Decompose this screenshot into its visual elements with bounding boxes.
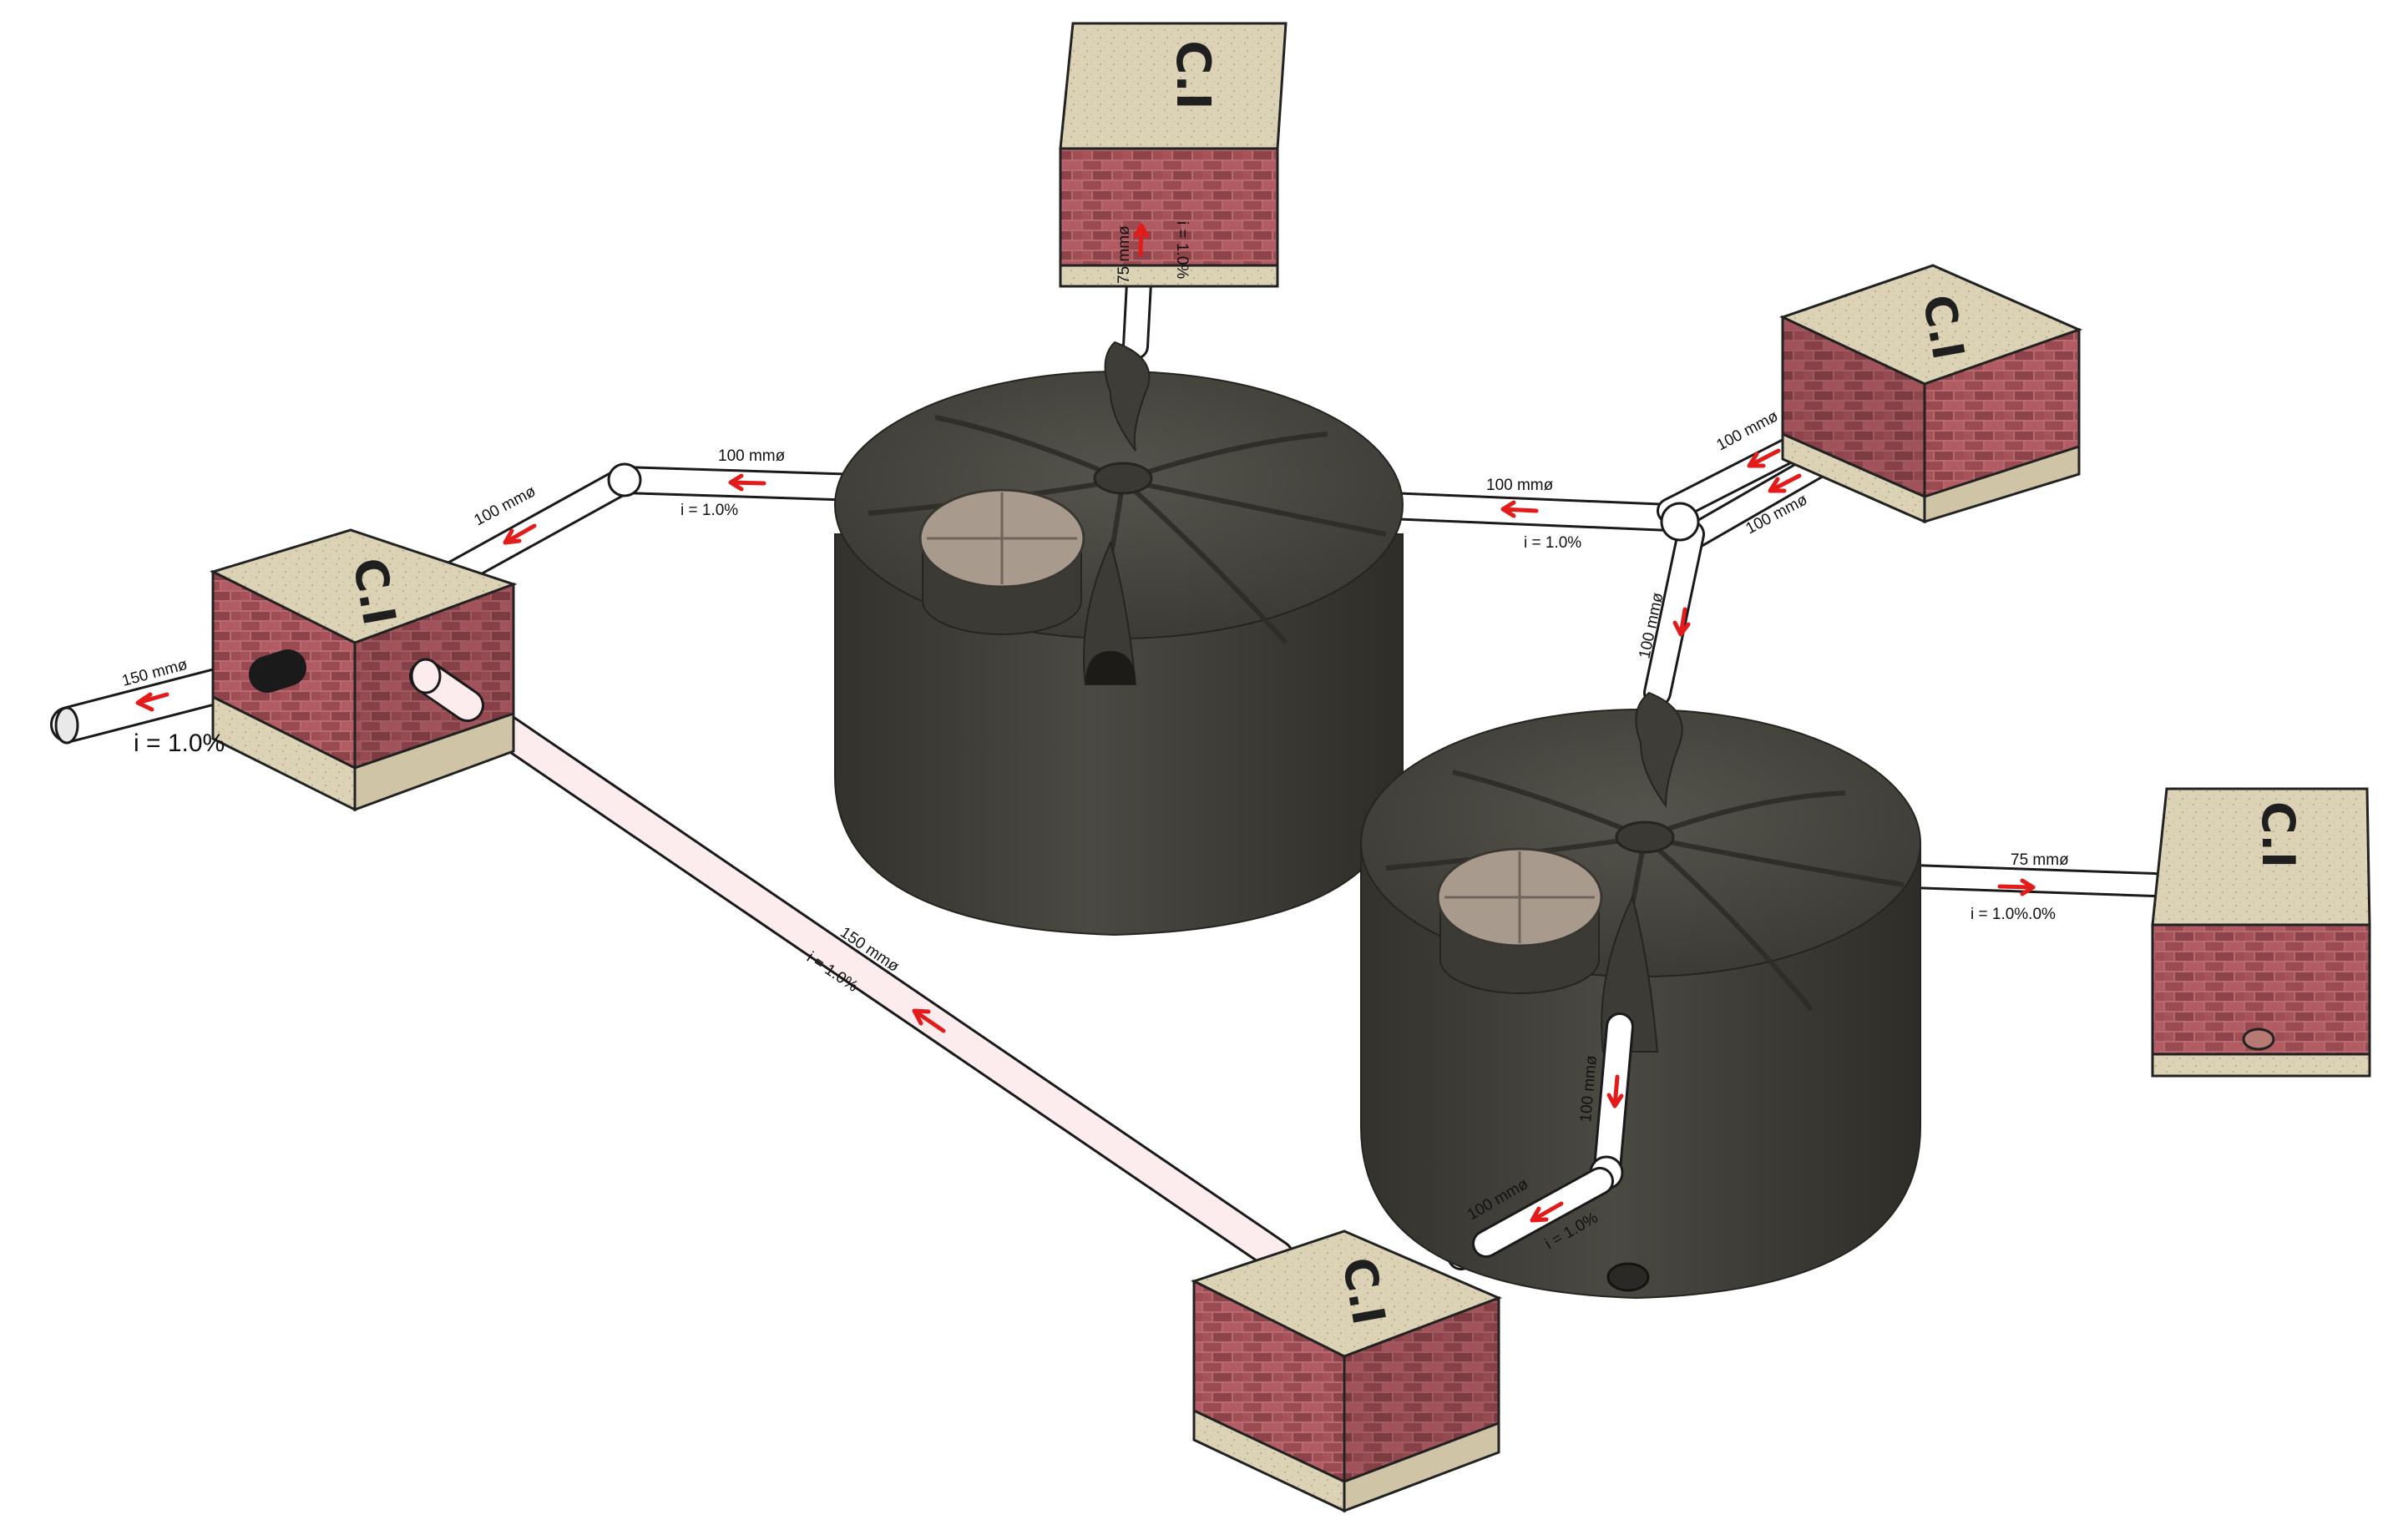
flow-arrow <box>1768 473 1802 493</box>
tank-1 <box>834 341 1404 937</box>
pipe-outlet-end <box>54 706 79 745</box>
chamber-bottom: C.I <box>1191 1229 1502 1513</box>
tank-2-inlet-boss <box>1635 691 1683 808</box>
chamber-right: C.I <box>2151 787 2371 1078</box>
label-75-right-size: 75 mmø <box>2011 851 2069 869</box>
pipe-100-vertical <box>1643 502 1705 707</box>
pipe-stubs <box>249 649 484 722</box>
tank-1-manhole-lid <box>918 488 1085 635</box>
flow-arrows <box>135 223 2036 1223</box>
flow-arrow <box>912 1008 946 1033</box>
label-100-right-a-slope: i = 1.0% <box>1524 534 1581 552</box>
label-75-top-size: 75 mmø <box>1115 225 1133 284</box>
tank-2-outlet-boss <box>1601 895 1659 1053</box>
tank-2-drain-port <box>1606 1262 1650 1292</box>
flow-arrow <box>1672 607 1691 637</box>
label-100-left-b-slope: i = 1.0% <box>680 502 738 519</box>
chamber-right-outlet <box>2242 1028 2275 1051</box>
chamber-right-upper: C.I <box>1779 264 2083 524</box>
pipe-150-main <box>409 659 1294 1273</box>
pipe-75-right <box>1900 864 2167 897</box>
flow-arrow <box>1606 1074 1624 1108</box>
chamber-left-lid-text: C.I <box>342 554 406 629</box>
flow-arrow <box>135 692 169 712</box>
flow-arrow <box>1133 223 1150 257</box>
label-150-out-slope: i = 1.0% <box>134 730 225 757</box>
label-100-right-a-size: 100 mmø <box>1486 477 1554 494</box>
label-75-top-slope: i = 1.0% <box>1173 221 1191 279</box>
tank-2-center-hub <box>1615 820 1675 854</box>
flow-arrow <box>728 473 766 492</box>
chamber-top-lid-text: C.I <box>1166 40 1220 109</box>
tank-1-inlet-boss <box>1104 341 1151 452</box>
flow-arrow <box>1500 500 1539 518</box>
chamber-bottom-lid-text: C.I <box>1332 1254 1395 1329</box>
pipe-100-left-diag <box>437 466 639 590</box>
flow-arrow <box>1530 1201 1564 1223</box>
tank-1-overflow-boss <box>1083 540 1137 685</box>
chamber-right-upper-lid-text: C.I <box>1912 291 1973 364</box>
flow-arrow <box>1997 878 2036 896</box>
label-75-right-slope: i = 1.0%.0% <box>1970 906 2056 923</box>
flow-arrow <box>503 523 537 545</box>
tank-2-manhole-lid <box>1436 847 1603 994</box>
label-100-left-b-size: 100 mmø <box>718 447 786 465</box>
chamber-right-lid-text: C.I <box>2252 801 2304 868</box>
tank-1-center-hub <box>1093 462 1153 495</box>
tank-2 <box>1360 691 1921 1300</box>
flow-arrow <box>1747 448 1781 468</box>
chamber-top: C.I <box>1059 22 1288 288</box>
